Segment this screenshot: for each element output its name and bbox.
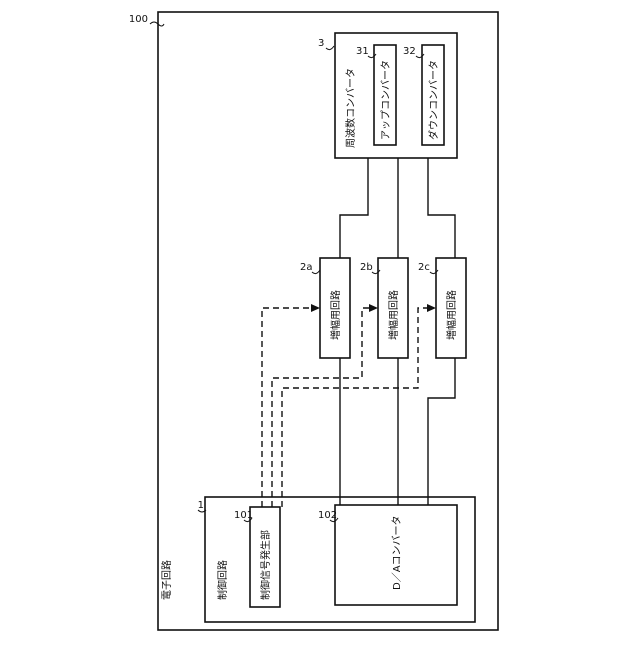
arrowhead-2b [369,304,378,312]
arrowhead-2c [427,304,436,312]
control-wire-2a [262,308,312,507]
dac-ref: 102 [318,510,337,521]
control-signal-generator-ref: 101 [234,510,253,521]
wire-2c-to-converter [428,158,455,258]
amplifier-2c-ref: 2c [418,262,430,273]
control-circuit-title: 制御回路 [216,560,229,600]
up-converter-label: アップコンバータ [380,60,392,140]
amplifier-2b-ref: 2b [360,262,373,273]
amplifier-2b-label: 増幅用回路 [387,290,400,340]
control-signal-generator-label: 制御信号発生部 [259,530,272,600]
down-converter-label: ダウンコンバータ [427,60,440,140]
up-converter-ref: 31 [356,46,369,57]
control-wire-2c [282,308,428,507]
control-wire-2b [272,308,370,507]
electronic-circuit-title: 電子回路 [160,560,173,600]
amplifier-2a-ref: 2a [300,262,313,273]
wire-2a-to-converter [340,158,368,258]
ref-leader-3 [326,46,334,50]
ref-leader-100 [150,22,164,26]
electronic-circuit-ref: 100 [129,14,148,25]
amplifier-2a-label: 増幅用回路 [329,290,342,340]
down-converter-ref: 32 [403,46,416,57]
dac-label: D／Aコンバータ [391,515,403,590]
amplifier-2c-label: 増幅用回路 [445,290,458,340]
ref-leader-2a [312,270,320,274]
wire-dac-to-2c [428,358,455,505]
frequency-converter-title: 周波数コンバータ [344,68,357,148]
control-circuit-ref: 1 [198,500,204,511]
arrowhead-2a [311,304,320,312]
frequency-converter-ref: 3 [318,38,324,49]
